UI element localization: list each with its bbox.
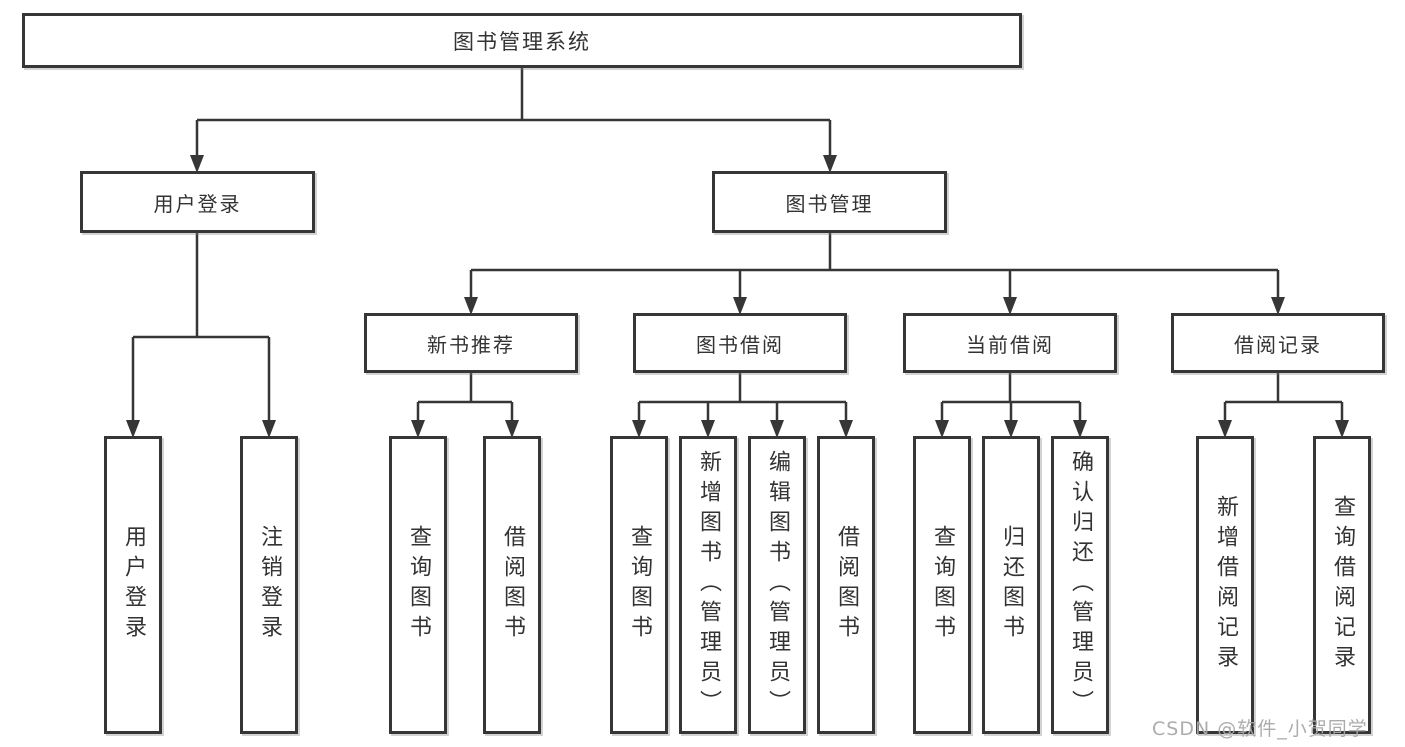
node-root-system-label: 图书管理系统 [453,29,591,54]
node-book-management: 图书管理 [712,171,947,233]
leaf-add-borrow-record: 新增借阅记录 [1196,436,1254,734]
leaf-return-book-label: 归还图书 [999,525,1024,645]
leaf-borrow-books-recommend: 借阅图书 [483,436,541,734]
node-book-borrow-label: 图书借阅 [696,332,784,357]
leaf-borrow-books-recommend-label: 借阅图书 [500,525,525,645]
node-new-book-recommend-label: 新书推荐 [427,332,515,357]
node-book-borrow: 图书借阅 [633,313,847,373]
leaf-logout: 注销登录 [240,436,298,734]
leaf-user-login-label: 用户登录 [121,525,146,645]
leaf-edit-book-admin-label: 编辑图书（管理员） [765,450,790,720]
leaf-query-books-recommend: 查询图书 [389,436,447,734]
leaf-logout-label: 注销登录 [257,525,282,645]
node-borrow-records-label: 借阅记录 [1234,332,1322,357]
leaf-query-borrow-record: 查询借阅记录 [1313,436,1371,734]
node-new-book-recommend: 新书推荐 [364,313,578,373]
leaf-query-books-borrow-label: 查询图书 [627,525,652,645]
leaf-query-books-recommend-label: 查询图书 [406,525,431,645]
leaf-edit-book-admin: 编辑图书（管理员） [748,436,806,734]
node-book-management-label: 图书管理 [785,191,874,216]
node-current-borrow-label: 当前借阅 [966,332,1054,357]
leaf-user-login: 用户登录 [104,436,162,734]
leaf-query-borrow-record-label: 查询借阅记录 [1330,495,1355,675]
leaf-confirm-return-admin: 确认归还（管理员） [1051,436,1109,734]
csdn-watermark: CSDN @软件_小贺同学 [1152,718,1368,740]
leaf-confirm-return-admin-label: 确认归还（管理员） [1068,450,1093,720]
node-borrow-records: 借阅记录 [1171,313,1385,373]
leaf-query-books-current: 查询图书 [913,436,971,734]
leaf-query-books-current-label: 查询图书 [930,525,955,645]
leaf-borrow-books-borrow: 借阅图书 [817,436,875,734]
leaf-add-borrow-record-label: 新增借阅记录 [1213,495,1238,675]
node-root-system: 图书管理系统 [22,13,1022,68]
leaf-borrow-books-borrow-label: 借阅图书 [834,525,859,645]
node-current-borrow: 当前借阅 [903,313,1117,373]
leaf-add-book-admin: 新增图书（管理员） [679,436,737,734]
leaf-return-book: 归还图书 [982,436,1040,734]
node-user-login: 用户登录 [80,171,315,233]
leaf-query-books-borrow: 查询图书 [610,436,668,734]
leaf-add-book-admin-label: 新增图书（管理员） [696,450,721,720]
node-user-login-label: 用户登录 [153,191,242,216]
